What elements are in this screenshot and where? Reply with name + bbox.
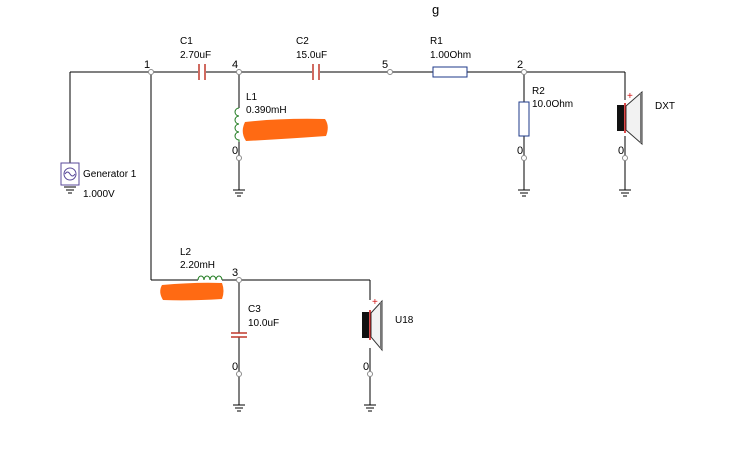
node-1-dot[interactable] xyxy=(148,69,154,75)
capacitor-c3[interactable] xyxy=(231,332,247,338)
u18-polarity: + xyxy=(372,297,378,308)
l1-value: 0.390mH xyxy=(246,105,287,116)
ground-node-l1[interactable] xyxy=(236,155,242,161)
ground-node-dxt[interactable] xyxy=(622,155,628,161)
resistor-r2[interactable] xyxy=(518,101,530,137)
node-5-label: 5 xyxy=(382,59,388,71)
node-1-label: 1 xyxy=(144,59,150,71)
dxt-polarity: + xyxy=(627,91,633,102)
redaction-mark-l2 xyxy=(160,282,224,301)
ground-symbol-u18 xyxy=(364,404,376,412)
generator-symbol[interactable] xyxy=(60,162,80,194)
node-3-dot[interactable] xyxy=(236,277,242,283)
r2-name: R2 xyxy=(532,86,545,97)
r1-value: 1.00Ohm xyxy=(430,50,471,61)
u18-name: U18 xyxy=(395,315,414,326)
ground-label-u18: 0 xyxy=(363,361,369,373)
speaker-u18-icon[interactable] xyxy=(362,299,383,352)
l2-value: 2.20mH xyxy=(180,260,215,271)
ground-symbol-c3 xyxy=(233,404,245,412)
dxt-name: DXT xyxy=(655,101,675,112)
node-3-label: 3 xyxy=(232,267,238,279)
speaker-dxt-icon[interactable] xyxy=(617,90,643,146)
capacitor-c2[interactable] xyxy=(312,64,320,80)
wires xyxy=(69,71,626,405)
l1-name: L1 xyxy=(246,92,258,103)
ground-symbol-r2 xyxy=(518,189,530,197)
node-5-dot[interactable] xyxy=(387,69,393,75)
header-partial-text: g xyxy=(432,2,439,17)
ground-label-dxt: 0 xyxy=(618,145,624,157)
ground-node-u18[interactable] xyxy=(367,371,373,377)
node-4-dot[interactable] xyxy=(236,69,242,75)
c3-value: 10.0uF xyxy=(248,318,279,329)
r1-name: R1 xyxy=(430,36,443,47)
c3-name: C3 xyxy=(248,304,261,315)
inductor-l2[interactable] xyxy=(197,275,223,281)
inductor-l1[interactable] xyxy=(234,107,240,142)
ground-label-r2: 0 xyxy=(517,145,523,157)
node-4-label: 4 xyxy=(232,59,238,71)
c1-name: C1 xyxy=(180,36,193,47)
r2-value: 10.0Ohm xyxy=(532,99,573,110)
c2-value: 15.0uF xyxy=(296,50,327,61)
redaction-mark-l1 xyxy=(242,118,328,141)
node-2-dot[interactable] xyxy=(521,69,527,75)
resistor-r1[interactable] xyxy=(432,66,468,78)
ground-node-c3[interactable] xyxy=(236,371,242,377)
capacitor-c1[interactable] xyxy=(198,64,206,80)
ground-node-r2[interactable] xyxy=(521,155,527,161)
ground-symbol-dxt xyxy=(619,189,631,197)
c1-value: 2.70uF xyxy=(180,50,211,61)
node-2-label: 2 xyxy=(517,59,523,71)
ground-label-c3: 0 xyxy=(232,361,238,373)
ground-symbol-l1 xyxy=(233,189,245,197)
c2-name: C2 xyxy=(296,36,309,47)
l2-name: L2 xyxy=(180,247,192,258)
generator-value: 1.000V xyxy=(83,189,115,200)
ground-label-l1: 0 xyxy=(232,145,238,157)
generator-name: Generator 1 xyxy=(83,169,137,180)
